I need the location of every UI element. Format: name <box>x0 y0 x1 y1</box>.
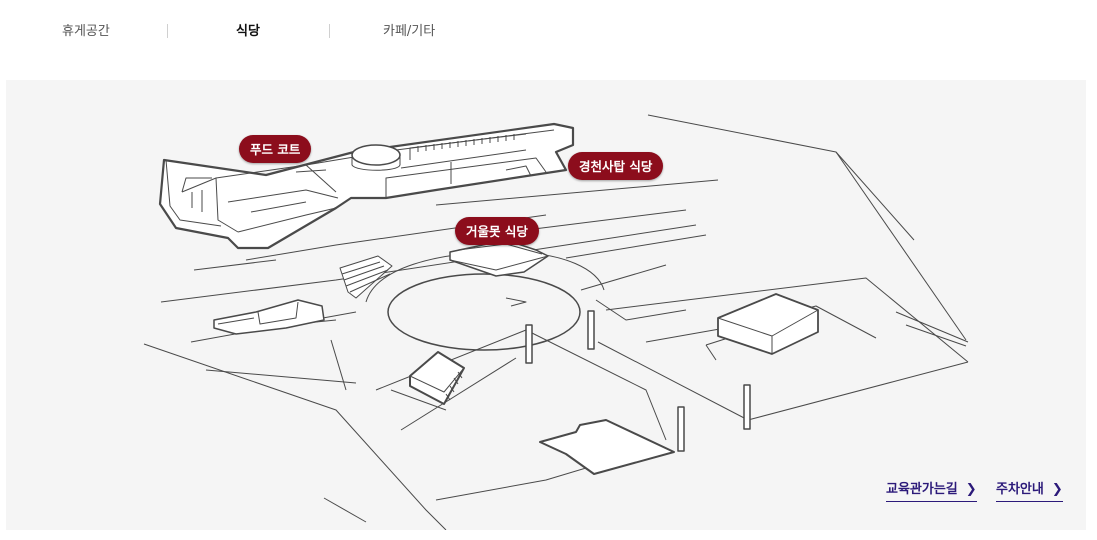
category-tabs: 휴게공간 식당 카페/기타 <box>0 0 520 62</box>
tab-divider <box>167 24 168 38</box>
tab-restaurant[interactable]: 식당 <box>236 24 260 39</box>
chevron-right-icon: ❯ <box>1051 482 1063 497</box>
parking-info-link[interactable]: 주차안내 ❯ <box>996 478 1063 502</box>
parking-info-label: 주차안내 <box>996 482 1044 497</box>
tab-divider <box>329 24 330 38</box>
education-route-label: 교육관가는길 <box>886 482 958 497</box>
pin-food-court[interactable]: 푸드 코트 <box>239 135 312 163</box>
pin-geoulmot-restaurant[interactable]: 거울못 식당 <box>455 217 539 245</box>
tab-rest-area[interactable]: 휴게공간 <box>62 24 110 39</box>
education-route-link[interactable]: 교육관가는길 ❯ <box>886 478 977 502</box>
tab-cafe-etc[interactable]: 카페/기타 <box>383 24 436 39</box>
chevron-right-icon: ❯ <box>965 482 977 497</box>
pin-gyeongcheon-restaurant[interactable]: 경천사탑 식당 <box>568 152 664 180</box>
map-drawing <box>143 114 969 530</box>
facility-map: 푸드 코트 경천사탑 식당 거울못 식당 교육관가는길 ❯ 주차안내 ❯ <box>6 80 1086 530</box>
